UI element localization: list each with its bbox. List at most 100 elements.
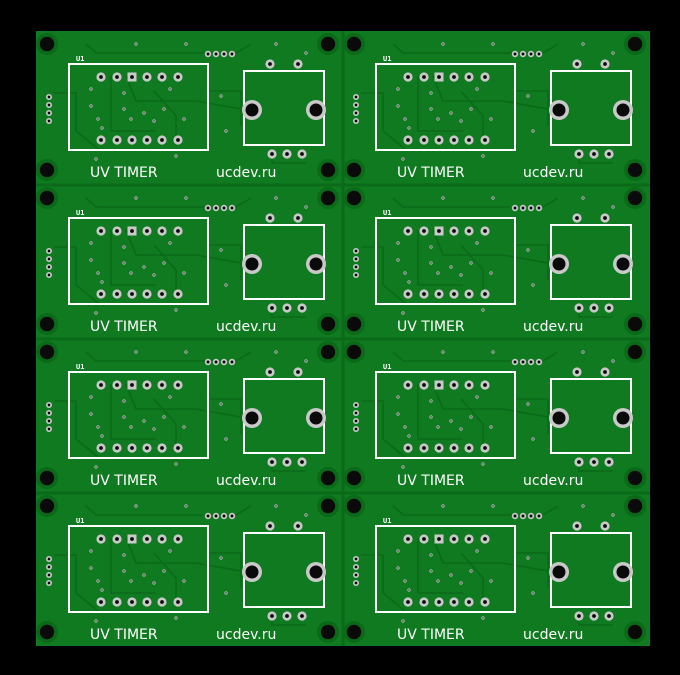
via-hole (354, 411, 358, 415)
pad-hole (592, 306, 596, 310)
via-hole (397, 259, 399, 261)
pad-hole (452, 446, 456, 450)
trace (54, 92, 99, 150)
pad-hole (115, 229, 119, 233)
pad-hole (115, 446, 119, 450)
via-hole (95, 158, 97, 160)
mounting-hole (39, 498, 55, 514)
via-hole (513, 206, 517, 210)
via-hole (527, 403, 529, 405)
via-hole (123, 570, 125, 572)
pad-hole (99, 229, 103, 233)
pad-hole (575, 216, 579, 220)
ic-designator: U1 (76, 209, 84, 217)
trace (125, 229, 242, 264)
pad-hole (160, 292, 164, 296)
via-hole (130, 272, 132, 274)
pad-hole (603, 62, 607, 66)
pad-hole (452, 600, 456, 604)
via-hole (153, 428, 155, 430)
via-hole (101, 127, 103, 129)
pad-hole (607, 152, 611, 156)
pad-hole (145, 446, 149, 450)
pad-hole (130, 292, 134, 296)
via-hole (163, 416, 165, 418)
via-hole (47, 427, 51, 431)
mounting-hole (346, 470, 362, 486)
via-hole (527, 557, 529, 559)
pad-hole (406, 446, 410, 450)
via-hole (476, 550, 478, 552)
via-hole (354, 427, 358, 431)
pad-hole (406, 75, 410, 79)
via-hole (408, 127, 410, 129)
trace (110, 230, 156, 286)
via-hole (582, 351, 584, 353)
via-hole (397, 88, 399, 90)
via-hole (153, 582, 155, 584)
via-hole (492, 43, 494, 45)
pad-hole (176, 138, 180, 142)
via-hole (130, 426, 132, 428)
pad-hole (467, 75, 471, 79)
via-hole (90, 550, 92, 552)
ic-silkscreen-outline (375, 63, 516, 151)
site-label: ucdev.ru (216, 473, 276, 489)
via-hole (163, 570, 165, 572)
via-hole (527, 249, 529, 251)
pad-hole (160, 446, 164, 450)
via-hole (482, 617, 484, 619)
via-hole (153, 120, 155, 122)
pad-hole (483, 446, 487, 450)
via-hole (437, 580, 439, 582)
via-hole (47, 419, 51, 423)
trace (153, 398, 177, 447)
via-hole (97, 426, 99, 428)
pad-hole (575, 524, 579, 528)
pad-hole (483, 229, 487, 233)
via-hole (354, 403, 358, 407)
panel-label: UV TIMER (397, 319, 465, 335)
via-hole (537, 514, 541, 518)
pad-hole (437, 292, 441, 296)
pad-hole (452, 75, 456, 79)
via-hole (101, 589, 103, 591)
pad-hole (422, 537, 426, 541)
via-hole (153, 274, 155, 276)
trace (417, 76, 463, 132)
mounting-hole (346, 36, 362, 52)
mounting-hole (627, 190, 643, 206)
pad-hole (483, 75, 487, 79)
via-hole (123, 262, 125, 264)
pad-hole (422, 292, 426, 296)
pad-hole (577, 152, 581, 156)
via-hole (612, 206, 614, 208)
via-hole (183, 272, 185, 274)
site-label: ucdev.ru (523, 319, 583, 335)
via-hole (143, 574, 145, 576)
pad-hole (285, 460, 289, 464)
via-hole (185, 43, 187, 45)
pad-hole (422, 229, 426, 233)
via-hole (537, 360, 541, 364)
via-hole (354, 573, 358, 577)
via-hole (354, 419, 358, 423)
pad-hole (145, 383, 149, 387)
via-hole (442, 43, 444, 45)
via-hole (47, 565, 51, 569)
mounting-hole (627, 470, 643, 486)
pad-hole (422, 600, 426, 604)
mounting-hole (320, 162, 336, 178)
pad-hole (607, 614, 611, 618)
via-hole (490, 118, 492, 120)
pad-hole (603, 370, 607, 374)
via-hole (123, 246, 125, 248)
via-hole (402, 620, 404, 622)
via-hole (430, 92, 432, 94)
via-hole (305, 206, 307, 208)
pad-hole (607, 306, 611, 310)
trace (432, 229, 549, 264)
pad-hole (437, 229, 441, 233)
